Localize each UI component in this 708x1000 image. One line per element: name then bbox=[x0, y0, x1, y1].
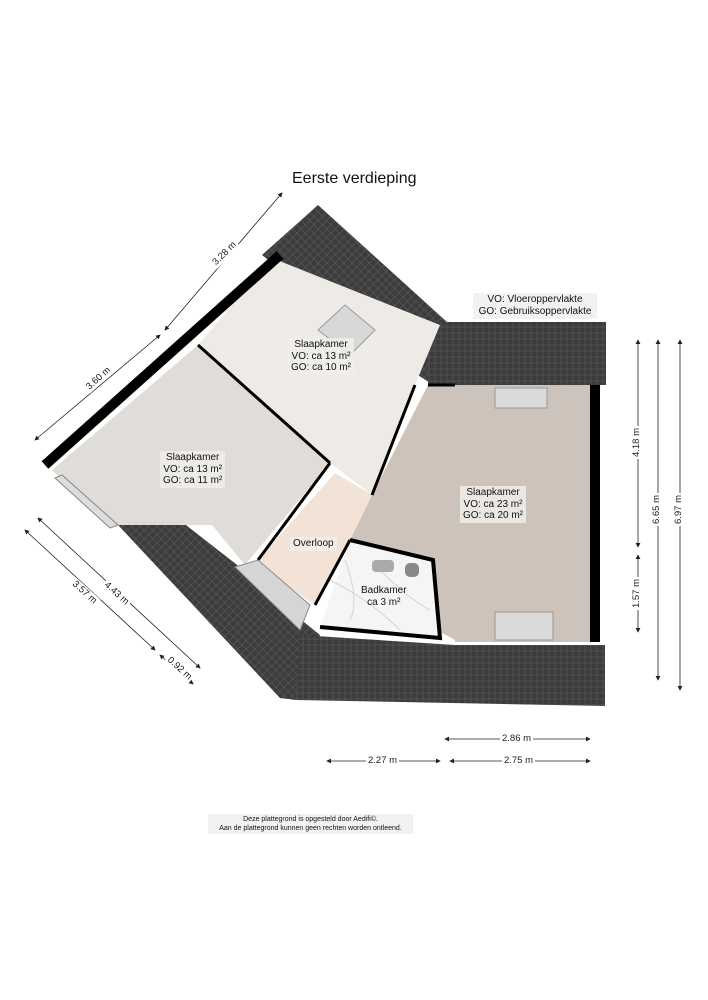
room-label-bathroom: Badkamer ca 3 m² bbox=[361, 585, 407, 608]
dim-label: 6.97 m bbox=[673, 492, 685, 527]
room-label-landing: Overloop bbox=[290, 537, 337, 551]
dim-label: 4.18 m bbox=[631, 425, 643, 460]
window bbox=[494, 387, 548, 409]
dim-label: 1.57 m bbox=[631, 576, 643, 611]
toilet-icon bbox=[405, 563, 419, 577]
room-label-bedroom-left: Slaapkamer VO: ca 13 m² GO: ca 11 m² bbox=[160, 451, 226, 488]
legend: VO: Vloeroppervlakte GO: Gebruiksoppervl… bbox=[473, 293, 597, 319]
room-label-bedroom-main: Slaapkamer VO: ca 23 m² GO: ca 20 m² bbox=[460, 486, 527, 523]
window bbox=[494, 611, 554, 641]
dim-label: 6.65 m bbox=[651, 492, 663, 527]
dim-label: 2.27 m bbox=[366, 755, 400, 766]
sink-icon bbox=[372, 560, 394, 572]
room-label-bedroom-top: Slaapkamer VO: ca 13 m² GO: ca 10 m² bbox=[288, 338, 355, 375]
bathroom-marble bbox=[329, 559, 431, 631]
dim-label: 2.75 m bbox=[502, 755, 536, 766]
dim-line bbox=[34, 334, 161, 441]
disclaimer: Deze plattegrond is opgesteld door Aedif… bbox=[208, 814, 413, 834]
legend-vo: VO: Vloeroppervlakte bbox=[487, 294, 583, 305]
dim-label: 2.86 m bbox=[500, 733, 534, 744]
page-title: Eerste verdieping bbox=[292, 170, 417, 187]
legend-go: GO: Gebruiksoppervlakte bbox=[478, 306, 592, 317]
stairs bbox=[234, 559, 311, 631]
